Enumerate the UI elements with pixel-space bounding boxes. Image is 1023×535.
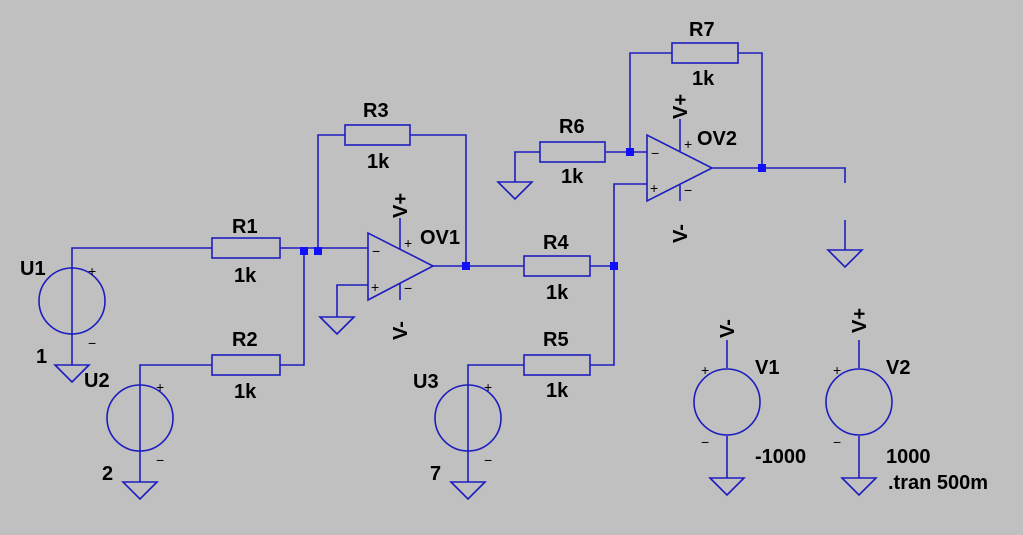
junctions [300,148,766,270]
r1-value: 1k [234,265,257,287]
ground-icon [53,364,91,384]
opamp-ov1[interactable]: − + + − OV1 V+ V- [367,193,460,340]
resistor-r1[interactable]: R1 1k [211,216,281,287]
ov2-supply-plus-mark: + [684,136,692,152]
resistor-r6[interactable]: R6 1k [539,116,606,188]
ov2-minus-pin: − [651,145,659,161]
source-u3[interactable]: + − U3 7 [413,371,502,485]
u1-minus-pin: − [88,335,96,351]
ov1-vplus-label: V+ [390,193,412,218]
ground-symbols [53,181,878,501]
v1-minus-pin: − [701,434,709,450]
source-v2[interactable]: + − V2 1000 V+ [825,308,931,468]
r6-name: R6 [559,116,585,138]
ov2-vplus-label: V+ [670,94,692,119]
ov1-plus-pin: + [371,279,379,295]
ov2-name: OV2 [697,128,737,150]
u1-plus-pin: + [88,263,96,279]
ov1-vminus-label: V- [390,321,412,340]
junction-dot [314,247,322,255]
u1-value: 1 [36,346,47,368]
ov2-vminus-label: V- [670,224,692,243]
u2-value: 2 [102,463,113,485]
resistor-r4[interactable]: R4 1k [523,232,591,304]
junction-dot [300,247,308,255]
r7-value: 1k [692,68,715,90]
junction-dot [462,262,470,270]
junction-dot [610,262,618,270]
source-u1[interactable]: + − U1 1 [20,258,106,368]
ground-icon [840,477,878,497]
r4-value: 1k [546,282,569,304]
ground-icon [708,477,746,497]
u3-minus-pin: − [484,452,492,468]
r5-name: R5 [543,329,569,351]
resistor-r7[interactable]: R7 1k [671,19,739,90]
v2-value: 1000 [886,446,931,468]
ground-icon [449,481,487,501]
u1-name: U1 [20,258,46,280]
v1-name: V1 [755,357,779,379]
r5-value: 1k [546,380,569,402]
junction-dot [626,148,634,156]
u3-value: 7 [430,463,441,485]
v2-plus-pin: + [833,362,841,378]
r4-name: R4 [543,232,569,254]
source-u2[interactable]: + − U2 2 [84,370,174,485]
ov1-supply-minus-mark: − [404,280,412,296]
u2-minus-pin: − [156,452,164,468]
u3-name: U3 [413,371,439,393]
junction-dot [758,164,766,172]
v2-name: V2 [886,357,910,379]
ov2-plus-pin: + [650,180,658,196]
r2-value: 1k [234,381,257,403]
ov1-name: OV1 [420,227,460,249]
v1-value: -1000 [755,446,806,468]
u2-plus-pin: + [156,379,164,395]
v2-minus-pin: − [833,434,841,450]
u2-name: U2 [84,370,110,392]
ground-icon [826,249,864,269]
ov1-supply-plus-mark: + [404,235,412,251]
r1-name: R1 [232,216,258,238]
r7-name: R7 [689,19,715,41]
r6-value: 1k [561,166,584,188]
ground-icon [496,181,534,201]
resistor-r3[interactable]: R3 1k [344,100,411,173]
r2-name: R2 [232,329,258,351]
opamp-ov2[interactable]: − + + − OV2 V+ V- [646,94,737,243]
resistor-r5[interactable]: R5 1k [523,329,591,402]
ov1-minus-pin: − [372,243,380,259]
v2-rail-label: V+ [849,308,871,333]
u3-plus-pin: + [484,379,492,395]
v1-rail-label: V- [717,319,739,338]
ground-icon [318,316,356,336]
spice-directive[interactable]: .tran 500m [888,472,988,494]
r3-name: R3 [363,100,389,122]
source-v1[interactable]: + − V1 -1000 V- [693,319,806,468]
ground-icon [121,481,159,501]
v1-plus-pin: + [701,362,709,378]
resistor-r2[interactable]: R2 1k [211,329,281,403]
ov2-supply-minus-mark: − [684,182,692,198]
r3-value: 1k [367,151,390,173]
